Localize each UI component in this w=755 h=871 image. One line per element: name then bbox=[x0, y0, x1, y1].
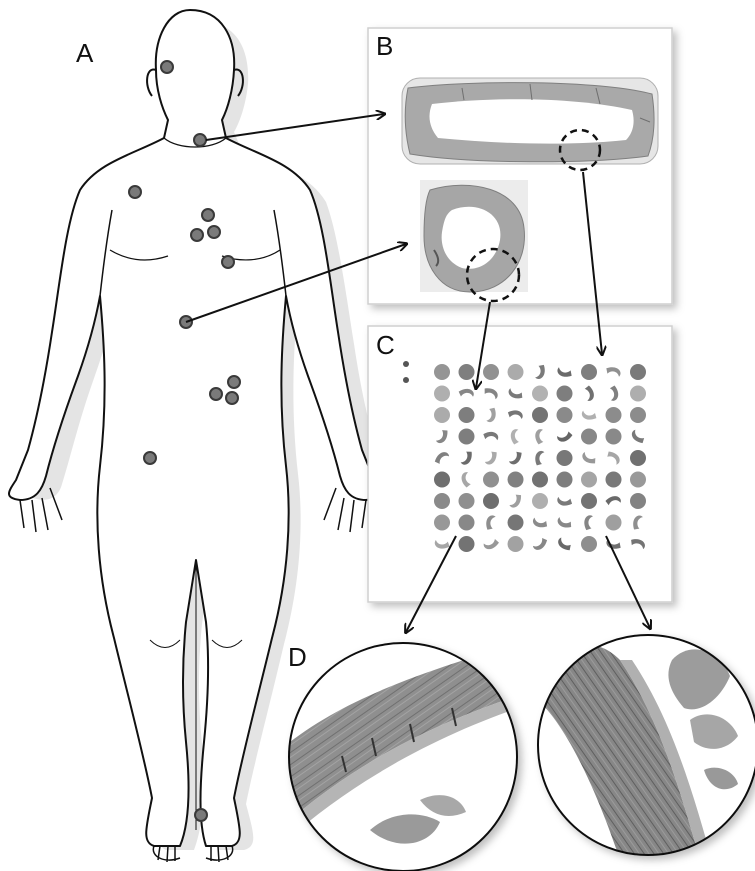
sample-site-marker bbox=[195, 809, 207, 821]
tma-core bbox=[459, 429, 475, 445]
panel-b: B bbox=[368, 28, 672, 304]
tma-core bbox=[557, 407, 573, 423]
tma-core bbox=[630, 493, 646, 509]
sample-site-marker bbox=[202, 209, 214, 221]
tma-core bbox=[508, 536, 524, 552]
tma-core bbox=[459, 407, 475, 423]
tma-core bbox=[630, 472, 646, 488]
tma-core bbox=[459, 536, 475, 552]
tma-core bbox=[434, 407, 450, 423]
tma-core bbox=[606, 429, 622, 445]
panel-d-label: D bbox=[288, 642, 307, 672]
sample-site-marker bbox=[191, 229, 203, 241]
tma-core bbox=[581, 364, 597, 380]
tma-marker-dot bbox=[403, 377, 409, 383]
tma-marker-dot bbox=[403, 361, 409, 367]
tma-core bbox=[581, 493, 597, 509]
tma-core bbox=[606, 515, 622, 531]
tma-core bbox=[508, 472, 524, 488]
tma-core bbox=[434, 493, 450, 509]
tma-core bbox=[557, 386, 573, 402]
tma-core bbox=[557, 472, 573, 488]
tma-core bbox=[532, 407, 548, 423]
micrograph-right bbox=[530, 630, 755, 860]
tma-core bbox=[630, 364, 646, 380]
tma-core bbox=[483, 364, 499, 380]
tma-core bbox=[434, 472, 450, 488]
tma-core bbox=[483, 493, 499, 509]
micrograph-left bbox=[280, 640, 530, 871]
sample-site-marker bbox=[129, 186, 141, 198]
tma-core bbox=[606, 407, 622, 423]
tma-core bbox=[630, 386, 646, 402]
tma-core bbox=[606, 472, 622, 488]
tma-core bbox=[557, 450, 573, 466]
tma-core bbox=[630, 450, 646, 466]
tma-core bbox=[508, 515, 524, 531]
tma-core bbox=[459, 515, 475, 531]
tma-core bbox=[532, 493, 548, 509]
sample-site-marker bbox=[228, 376, 240, 388]
tma-core bbox=[434, 364, 450, 380]
tma-core bbox=[508, 364, 524, 380]
tma-core bbox=[483, 472, 499, 488]
panel-b-label: B bbox=[376, 31, 393, 61]
tma-core bbox=[581, 536, 597, 552]
tma-core bbox=[630, 407, 646, 423]
sample-site-marker bbox=[210, 388, 222, 400]
sample-site-marker bbox=[222, 256, 234, 268]
sample-site-marker bbox=[208, 226, 220, 238]
tma-core bbox=[434, 386, 450, 402]
tma-core bbox=[581, 429, 597, 445]
tma-core bbox=[532, 386, 548, 402]
tma-core bbox=[459, 493, 475, 509]
panel-c-label: C bbox=[376, 330, 395, 360]
vessel-section-round bbox=[420, 180, 528, 292]
sample-site-marker bbox=[161, 61, 173, 73]
left-ear bbox=[147, 69, 156, 96]
vessel-section-large bbox=[402, 78, 658, 164]
sample-site-marker bbox=[144, 452, 156, 464]
panel-a-label: A bbox=[76, 38, 94, 68]
sample-site-marker bbox=[226, 392, 238, 404]
panel-c: C bbox=[368, 326, 672, 602]
tma-core bbox=[434, 515, 450, 531]
tma-core bbox=[532, 472, 548, 488]
tma-core bbox=[459, 364, 475, 380]
tma-core bbox=[581, 472, 597, 488]
panel-d: D bbox=[280, 630, 755, 871]
sample-site-marker bbox=[194, 134, 206, 146]
